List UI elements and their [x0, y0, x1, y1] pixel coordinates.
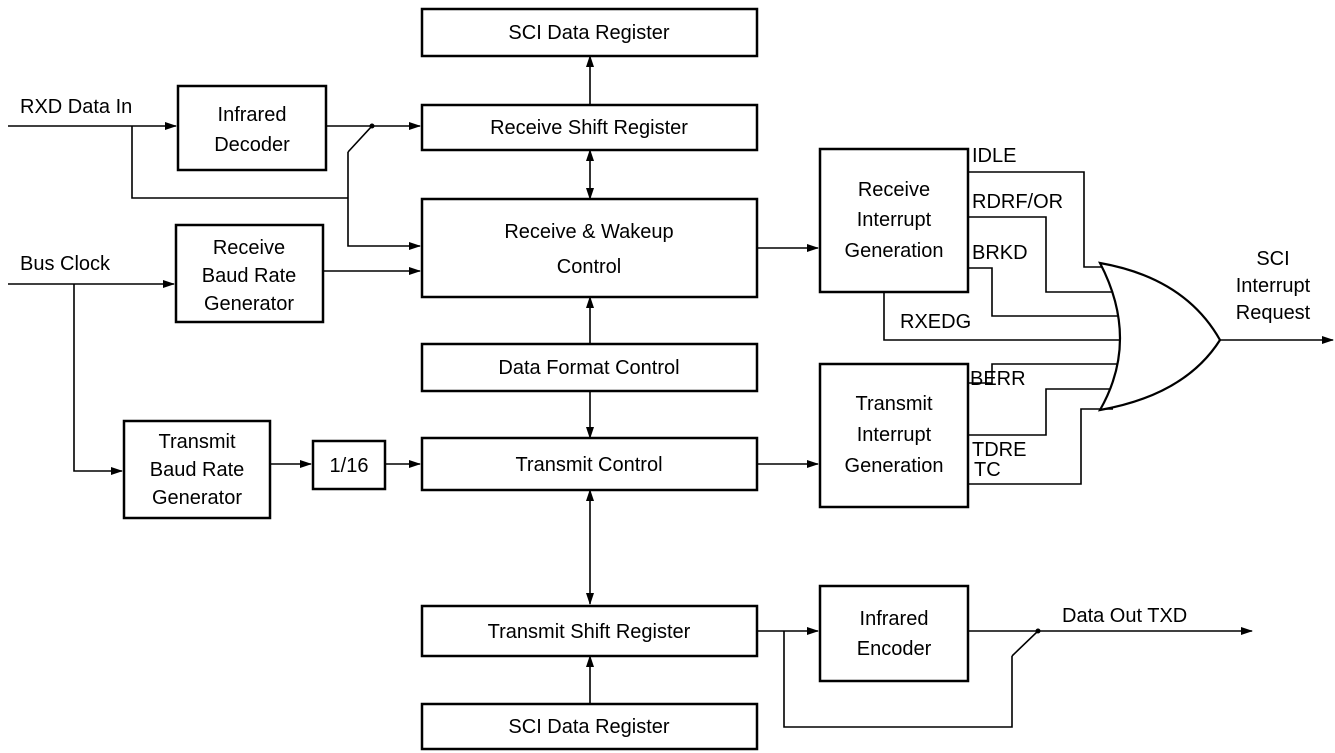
receive-interrupt-generation: Receive Interrupt Generation	[818, 147, 970, 294]
divider-label: 1/16	[330, 455, 369, 477]
receive-interrupt-generation-label-2: Interrupt	[857, 209, 932, 231]
signal-bus-clock: Bus Clock	[20, 253, 111, 275]
output-label-2: Interrupt	[1236, 275, 1311, 297]
transmit-baud-rate-generator-label-3: Generator	[152, 487, 242, 509]
receive-baud-rate-generator-label-1: Receive	[213, 237, 285, 259]
signal-tdre: TDRE	[972, 439, 1026, 461]
transmit-baud-rate-generator-label-1: Transmit	[158, 431, 235, 453]
data-format-control-label: Data Format Control	[498, 357, 679, 379]
signal-berr: BERR	[970, 368, 1026, 390]
receive-wakeup-control: Receive & Wakeup Control	[420, 197, 759, 299]
infrared-encoder-label-2: Encoder	[857, 638, 932, 660]
receive-wakeup-control-label-1: Receive & Wakeup	[504, 221, 673, 243]
signal-rxd-data-in: RXD Data In	[20, 96, 132, 118]
receive-baud-rate-generator-label-3: Generator	[204, 293, 294, 315]
infrared-encoder-label-1: Infrared	[860, 608, 929, 630]
transmit-baud-rate-generator-label-2: Baud Rate	[150, 459, 245, 481]
wires	[8, 55, 1334, 728]
signal-idle: IDLE	[972, 145, 1016, 167]
sci-data-register-top-label: SCI Data Register	[508, 22, 670, 44]
sci-data-register-bottom-label: SCI Data Register	[508, 716, 670, 738]
infrared-decoder: Infrared Decoder	[176, 84, 328, 172]
sci-data-register-bottom: SCI Data Register	[420, 702, 759, 751]
data-format-control: Data Format Control	[420, 342, 759, 393]
signal-data-out-txd: Data Out TXD	[1062, 605, 1187, 627]
receive-wakeup-control-label-2: Control	[557, 256, 621, 278]
transmit-interrupt-generation: Transmit Interrupt Generation	[818, 362, 970, 509]
transmit-interrupt-generation-label-2: Interrupt	[857, 424, 932, 446]
receive-baud-rate-generator-label-2: Baud Rate	[202, 265, 297, 287]
transmit-interrupt-generation-label-3: Generation	[845, 455, 944, 477]
transmit-control: Transmit Control	[420, 436, 759, 492]
infrared-decoder-label-2: Decoder	[214, 134, 290, 156]
transmit-interrupt-generation-label-1: Transmit	[855, 393, 932, 415]
receive-shift-register-label: Receive Shift Register	[490, 117, 688, 139]
signal-brkd: BRKD	[972, 242, 1028, 264]
receive-interrupt-generation-label-1: Receive	[858, 179, 930, 201]
signal-rxedg: RXEDG	[900, 311, 971, 333]
signal-tc: TC	[974, 459, 1001, 481]
transmit-shift-register: Transmit Shift Register	[420, 604, 759, 658]
signal-rdrf-or: RDRF/OR	[972, 191, 1063, 213]
transmit-control-label: Transmit Control	[515, 454, 662, 476]
sci-data-register-top: SCI Data Register	[420, 7, 759, 58]
infrared-encoder: Infrared Encoder	[818, 584, 970, 683]
output-label-3: Request	[1236, 302, 1311, 324]
divider-block: 1/16	[311, 439, 387, 491]
transmit-baud-rate-generator: Transmit Baud Rate Generator	[122, 419, 272, 520]
infrared-decoder-label-1: Infrared	[218, 104, 287, 126]
receive-interrupt-generation-label-3: Generation	[845, 240, 944, 262]
output-label-1: SCI	[1256, 248, 1289, 270]
or-gate	[1097, 261, 1222, 412]
receive-shift-register: Receive Shift Register	[420, 103, 759, 152]
transmit-shift-register-label: Transmit Shift Register	[488, 621, 691, 643]
receive-baud-rate-generator: Receive Baud Rate Generator	[174, 223, 325, 324]
